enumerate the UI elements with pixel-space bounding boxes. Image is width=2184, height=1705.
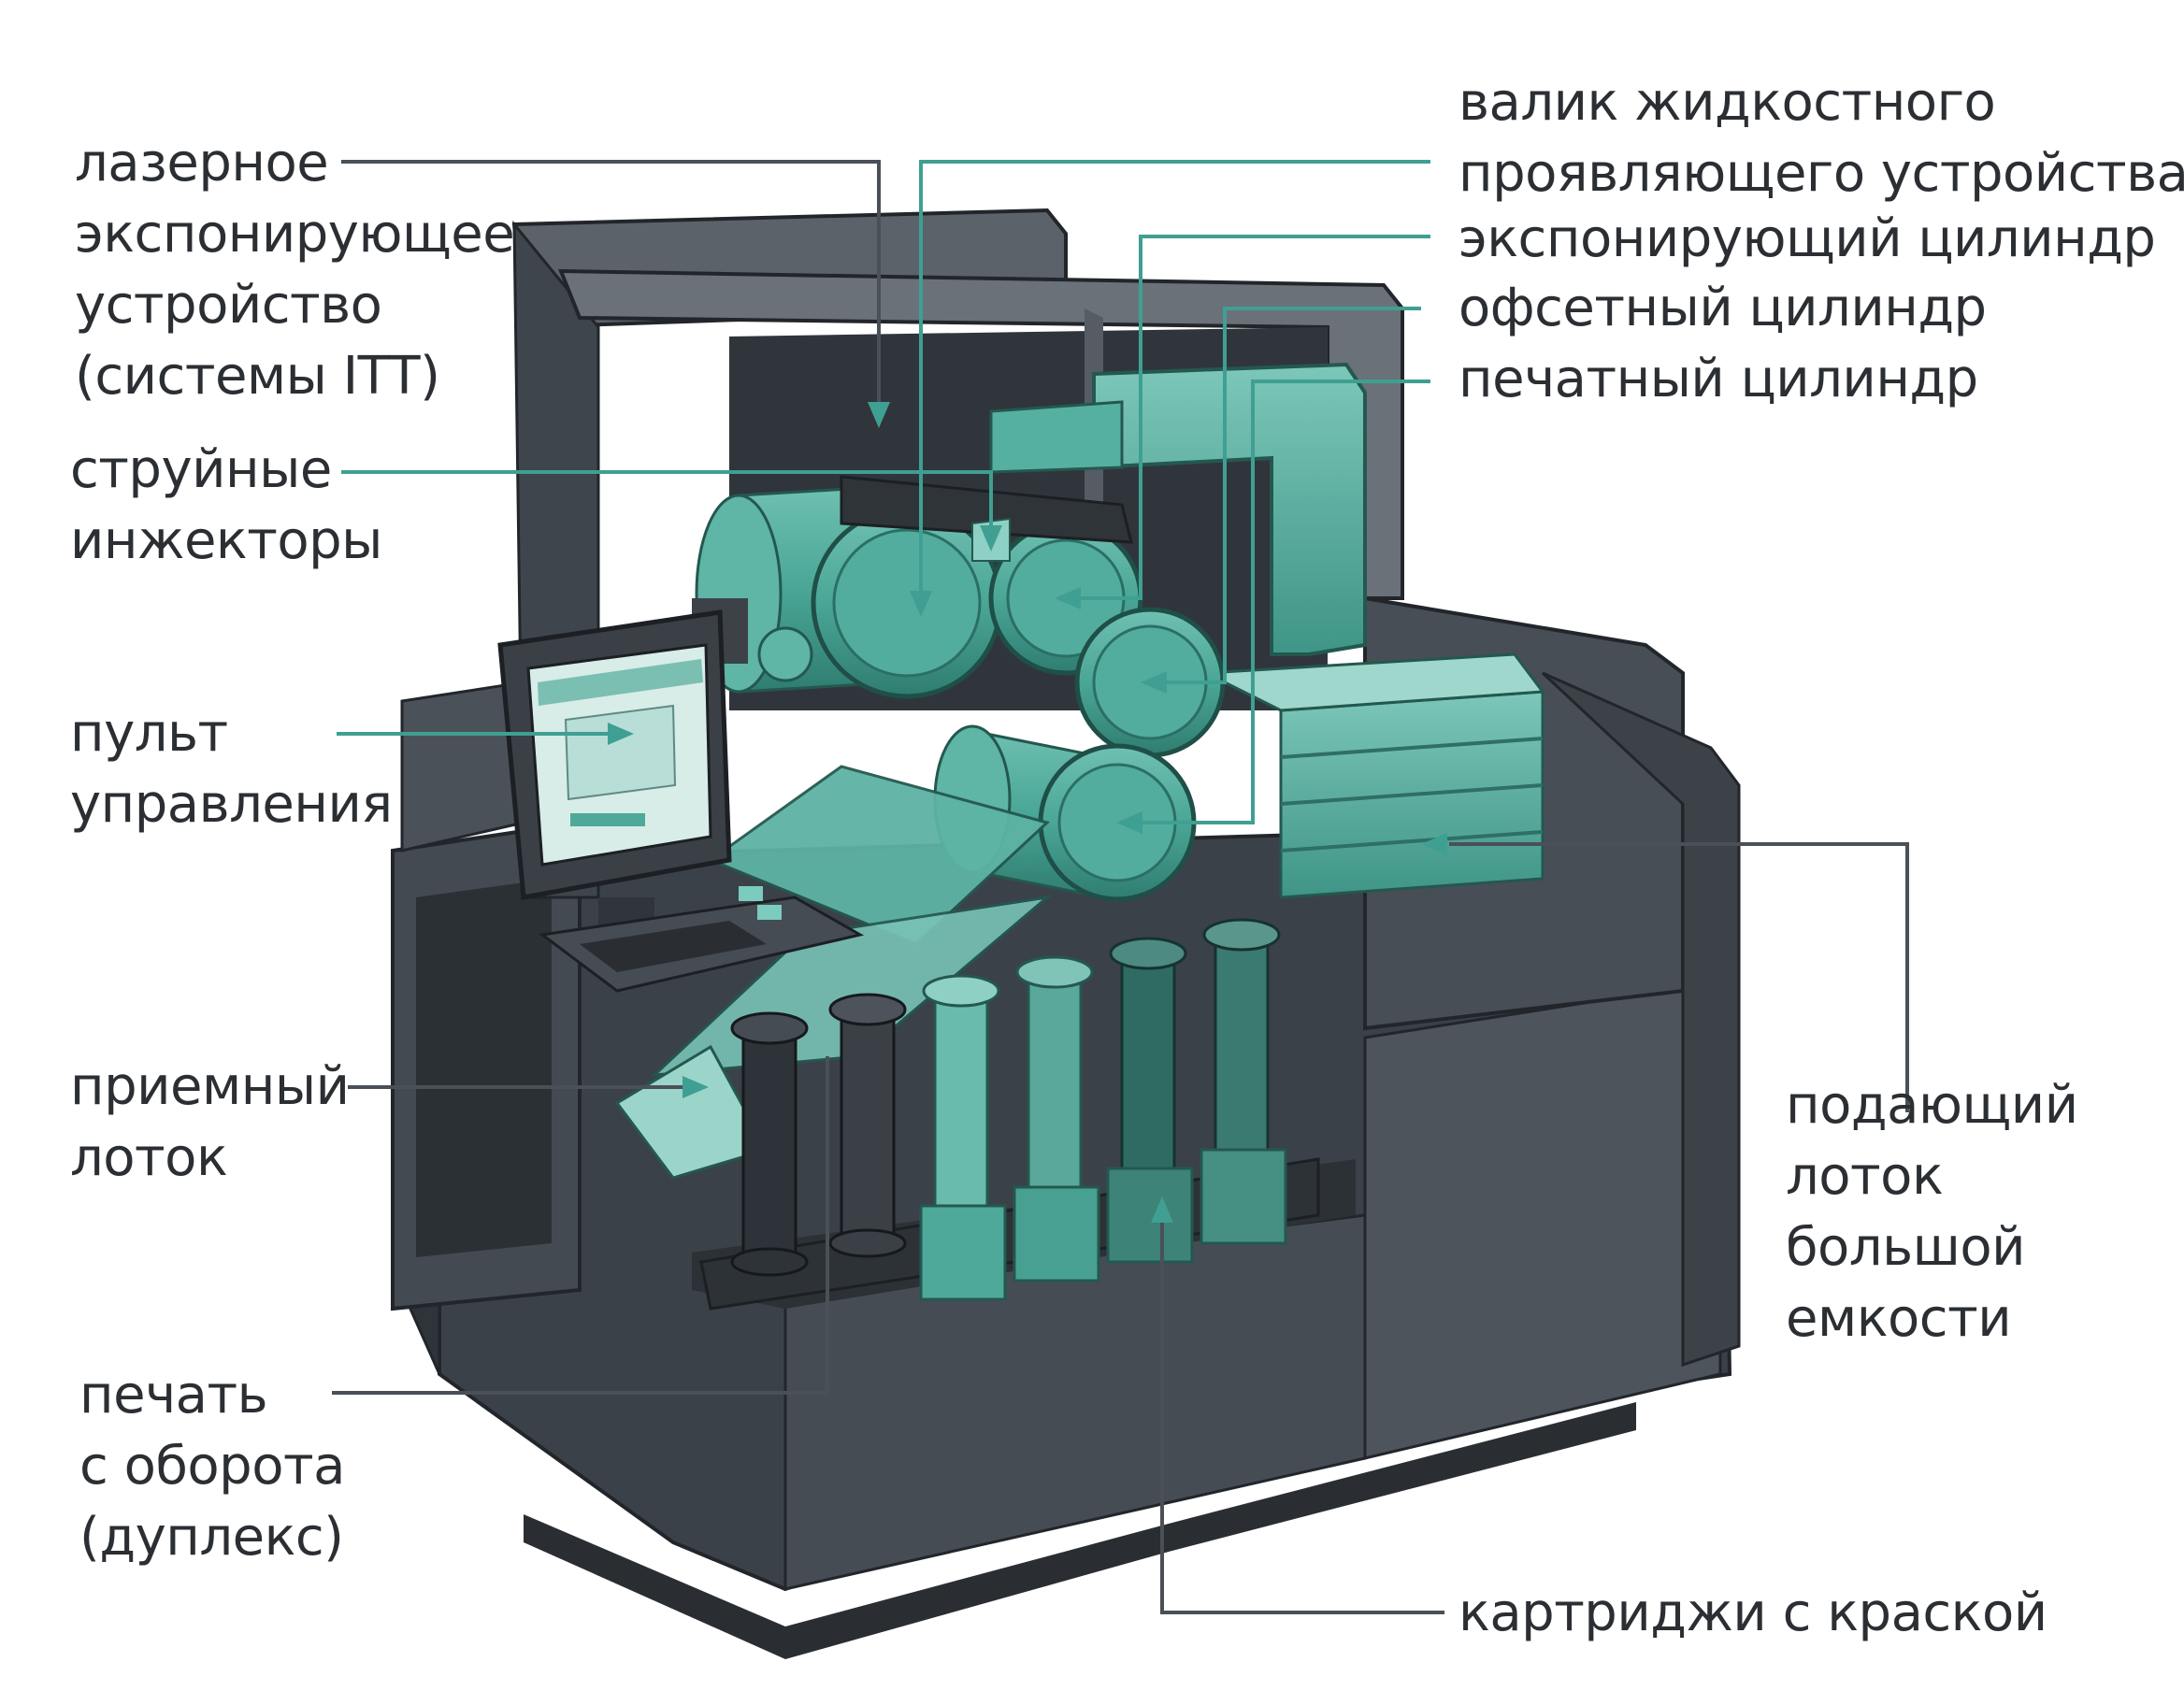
label-feed-tray-line-4: емкости [1786,1288,2012,1349]
label-laser-exposure-unit-line-3: устройство [75,275,382,336]
label-laser-exposure-unit: лазерное экспонирующее устройство (системы … [75,128,515,412]
label-ink-cartridges-line-1: картриджи с краской [1458,1583,2048,1643]
control-panel [497,609,865,993]
label-inkjet-injectors-line-1: струйные [70,439,332,500]
label-receiving-tray-line-1: приемный [70,1056,350,1117]
label-receiving-tray: приемный лоток [70,1052,350,1194]
leader-lines [332,160,1909,1614]
label-exposure-cylinder: экспонирующий цилиндр [1458,204,2156,275]
label-developer-roller: валик жидкостного проявляющего устройства [1458,67,2184,209]
label-laser-exposure-unit-line-2: экспонирующее [75,204,515,265]
label-laser-exposure-unit-line-1: лазерное [75,133,329,193]
label-duplex-printing-line-2: с оборота [79,1436,345,1497]
label-exposure-cylinder-line-1: экспонирующий цилиндр [1458,208,2156,269]
label-feed-tray-line-1: подающий [1786,1075,2078,1136]
label-control-panel: пульт управления [70,698,393,840]
label-offset-cylinder-line-1: офсетный цилиндр [1458,278,1987,338]
label-developer-roller-line-1: валик жидкостного [1458,72,1996,133]
label-ink-cartridges: картриджи с краской [1458,1578,2048,1649]
label-developer-roller-line-2: проявляющего устройства [1458,143,2184,204]
label-receiving-tray-line-2: лоток [70,1127,228,1188]
label-print-cylinder-line-1: печатный цилиндр [1458,349,1978,409]
label-control-panel-line-1: пульт [70,703,228,764]
label-laser-exposure-unit-line-4: (системы ITT) [75,346,440,407]
label-feed-tray: подающий лоток большой емкости [1786,1070,2078,1354]
label-duplex-printing: печать с оборота (дуплекс) [79,1360,345,1573]
ink-cartridges [699,918,1320,1311]
label-duplex-printing-line-3: (дуплекс) [79,1507,344,1568]
label-feed-tray-line-2: лоток [1786,1146,1944,1207]
label-offset-cylinder: офсетный цилиндр [1458,273,1987,344]
label-control-panel-line-2: управления [70,774,393,835]
label-print-cylinder: печатный цилиндр [1458,344,1978,415]
label-inkjet-injectors: струйные инжекторы [70,435,382,577]
label-feed-tray-line-3: большой [1786,1217,2025,1278]
developer-bracket [989,362,1367,656]
label-inkjet-injectors-line-2: инжекторы [70,510,382,571]
label-duplex-printing-line-1: печать [79,1365,268,1426]
left-frame [391,681,582,1311]
